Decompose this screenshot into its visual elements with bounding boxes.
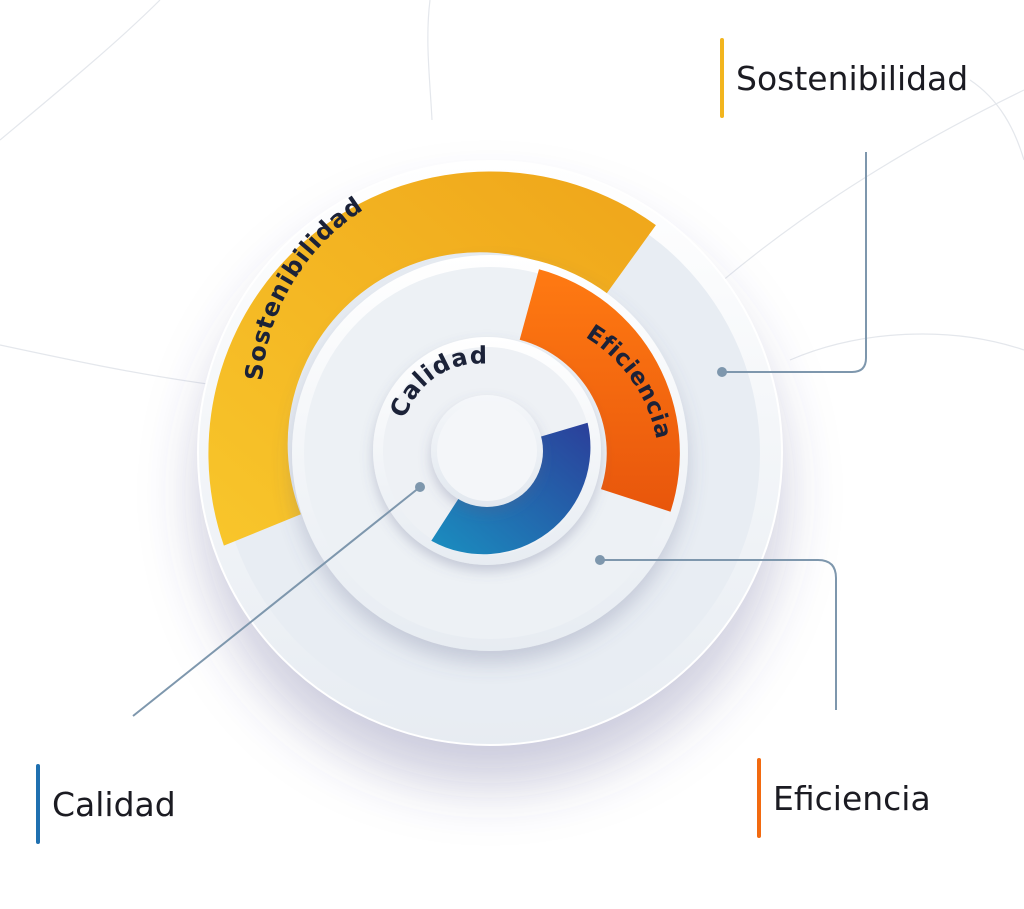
leader-dots: [415, 367, 727, 565]
calidad-leader-dot: [415, 482, 425, 492]
background-curves: [0, 0, 1024, 386]
legend-label-eficiencia: Eficiencia: [773, 778, 931, 818]
legend-bar-eficiencia: [757, 758, 761, 838]
legend-label-calidad: Calidad: [52, 784, 176, 824]
sostenibilidad-leader-line: [722, 152, 867, 373]
sostenibilidad-arc: [208, 171, 656, 546]
legend-eficiencia: Eficiencia: [757, 758, 931, 838]
legend-sostenibilidad: Sostenibilidad: [720, 38, 968, 118]
leader-lines: [132, 152, 867, 717]
center-hub: [431, 395, 543, 507]
eficiencia-arc: [519, 269, 680, 512]
legend-bar-sostenibilidad: [720, 38, 724, 118]
eficiencia-leader-line: [600, 559, 837, 710]
sostenibilidad-leader-dot: [717, 367, 727, 377]
calidad-leader-line: [132, 486, 421, 717]
legend-label-sostenibilidad: Sostenibilidad: [736, 58, 969, 98]
calidad-arc: [431, 422, 591, 555]
eficiencia-leader-dot: [595, 555, 605, 565]
legend-calidad: Calidad: [36, 764, 176, 844]
legend-bar-calidad: [36, 764, 40, 844]
